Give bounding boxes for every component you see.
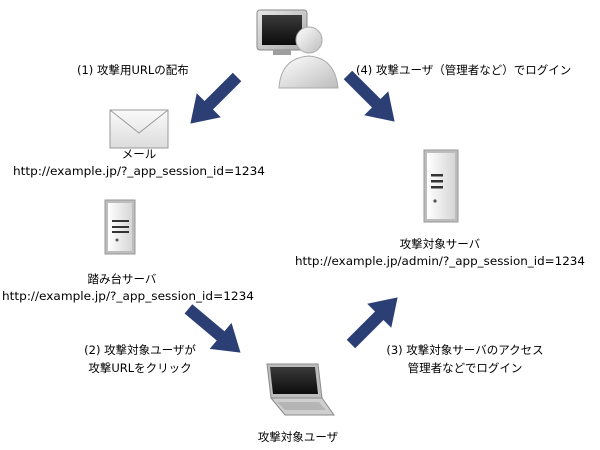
target-server-label: 攻撃対象サーバ <box>400 237 481 251</box>
step4-label: (4) 攻撃ユーザ（管理者など）でログイン <box>356 63 571 77</box>
arrow-step2 <box>184 304 241 353</box>
step3-label-line1: (3) 攻撃対象サーバのアクセス <box>386 343 543 357</box>
attacker-person-with-monitor-icon <box>256 9 339 89</box>
mail-url: http://example.jp/?_app_session_id=1234 <box>13 164 265 178</box>
mail-label: メール <box>122 147 157 161</box>
trap-server-url: http://example.jp/?_app_session_id=1234 <box>2 289 254 303</box>
arrow-step1 <box>190 72 242 124</box>
victim-label: 攻撃対象ユーザ <box>258 430 338 444</box>
target-server-url: http://example.jp/admin/?_app_session_id… <box>295 254 585 268</box>
arrow-step4 <box>343 70 395 122</box>
step3-label-line2: 管理者などでログイン <box>408 361 523 375</box>
arrow-step3 <box>346 297 398 349</box>
step1-label: (1) 攻撃用URLの配布 <box>77 63 189 77</box>
step2-label-line1: (2) 攻撃対象ユーザが <box>84 343 196 357</box>
trap-server-label: 踏み台サーバ <box>88 272 157 286</box>
step2-label-line2: 攻撃URLをクリック <box>88 361 191 375</box>
server-tower-icon <box>423 149 459 223</box>
laptop-icon <box>266 363 335 416</box>
server-tower-icon <box>104 199 136 255</box>
envelope-icon <box>109 109 169 149</box>
